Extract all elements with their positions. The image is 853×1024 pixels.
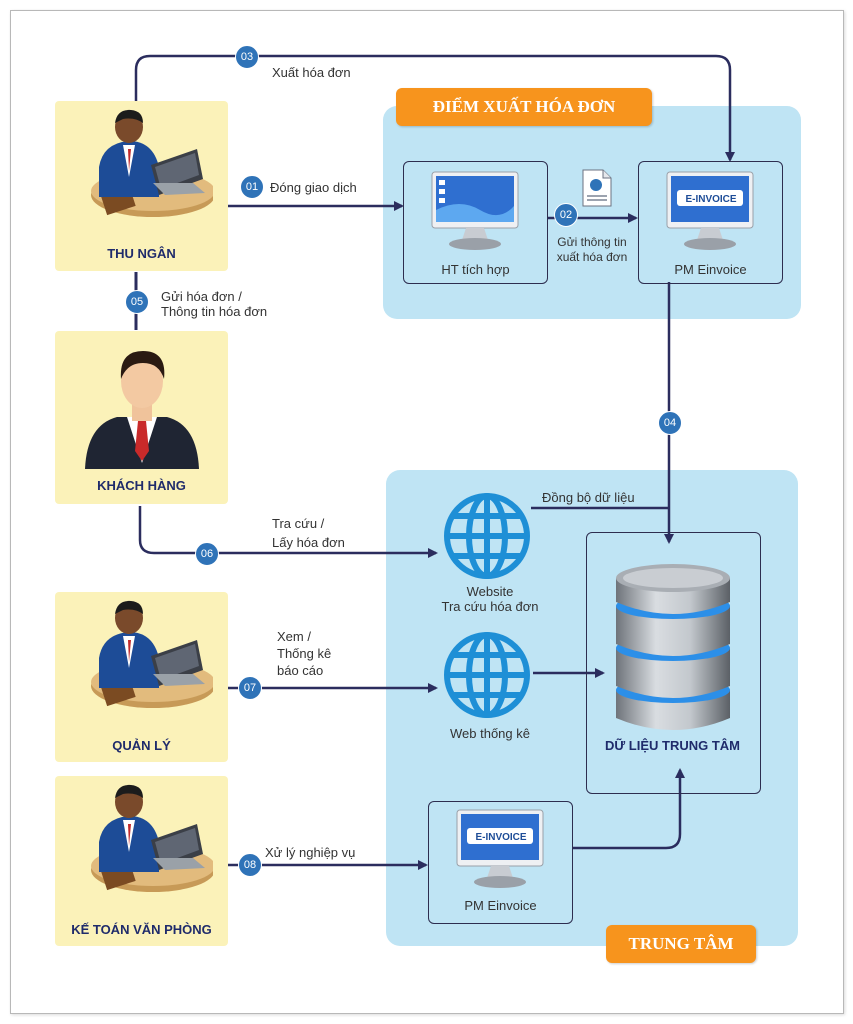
step-04-label: Đồng bộ dữ liệu	[542, 490, 635, 505]
pm-einvoice-top-monitor-icon	[666, 171, 754, 250]
pm-einvoice-bottom-label: PM Einvoice	[464, 898, 537, 913]
pm-to-db-line	[572, 768, 685, 850]
actor-manager-label: QUẢN LÝ	[112, 738, 171, 753]
cashier-icon	[91, 109, 213, 217]
document-icon	[582, 169, 612, 207]
pm-einvoice-bottom-logo: E-INVOICE	[475, 832, 527, 843]
step-06-label-line1: Tra cứu /	[272, 516, 325, 531]
actor-cashier-label: THU NGÂN	[107, 246, 176, 261]
integrated-system-box	[403, 161, 548, 284]
step-05-label-line2: Thông tin hóa đơn	[161, 304, 268, 319]
issue-point-tag: ĐIỂM XUẤT HÓA ĐƠN	[396, 88, 652, 126]
integrated-system-monitor-icon	[431, 171, 519, 250]
step-07-label-line2: Thống kê	[277, 646, 332, 661]
step-06-badge: 06	[195, 542, 219, 566]
step-08-label: Xử lý nghiệp vụ	[265, 845, 356, 860]
actor-customer-label: KHÁCH HÀNG	[97, 478, 186, 493]
step-07-label-line3: báo cáo	[277, 663, 324, 678]
step-02-label-line1: Gửi thông tin	[557, 235, 627, 249]
actor-accountant: KẾ TOÁN VĂN PHÒNG	[55, 776, 228, 946]
step-08-badge: 08	[238, 853, 262, 877]
pm-einvoice-bottom-box	[428, 801, 573, 924]
step-01-badge: 01	[240, 175, 264, 199]
integrated-system-label: HT tích hợp	[441, 262, 510, 277]
central-data-box	[586, 532, 761, 794]
actor-accountant-label: KẾ TOÁN VĂN PHÒNG	[71, 922, 212, 937]
accountant-icon	[91, 784, 213, 892]
step-05-label-line1: Gửi hóa đơn /	[161, 289, 242, 304]
database-icon	[616, 564, 730, 730]
web-stats-label: Web thống kê	[450, 726, 530, 741]
step-02-label-line2: xuất hóa đơn	[556, 250, 628, 264]
step-01-label: Đóng giao dịch	[270, 180, 357, 195]
website-sublabel: Tra cứu hóa đơn	[441, 599, 539, 614]
pm-einvoice-top-box	[638, 161, 783, 284]
manager-icon	[91, 600, 213, 708]
pm-einvoice-bottom-monitor-icon	[456, 809, 544, 888]
actor-customer: KHÁCH HÀNG	[55, 331, 228, 504]
pm-einvoice-top-label: PM Einvoice	[674, 262, 747, 277]
customer-icon	[85, 351, 199, 469]
actor-manager: QUẢN LÝ	[55, 592, 228, 762]
website-globe-icon	[444, 493, 530, 579]
step-07-badge: 07	[238, 676, 262, 700]
pm-einvoice-top-logo: E-INVOICE	[685, 194, 737, 205]
website-label: Website	[466, 584, 514, 599]
step-06-label-line2: Lấy hóa đơn	[272, 535, 345, 550]
step-03-badge: 03	[235, 45, 259, 69]
web-stats-globe-icon	[444, 632, 530, 718]
step-04-badge: 04	[658, 411, 682, 435]
center-tag: TRUNG TÂM	[606, 925, 756, 963]
step-05-badge: 05	[125, 290, 149, 314]
step-07-label-line1: Xem /	[277, 629, 311, 644]
flow-06-line	[138, 506, 438, 558]
actor-cashier: THU NGÂN	[55, 101, 228, 271]
step-02-badge: 02	[554, 203, 578, 227]
central-data-label: DỮ LIỆU TRUNG TÂM	[605, 738, 740, 753]
step-03-label: Xuất hóa đơn	[272, 65, 351, 80]
flow-03-line	[134, 54, 735, 162]
